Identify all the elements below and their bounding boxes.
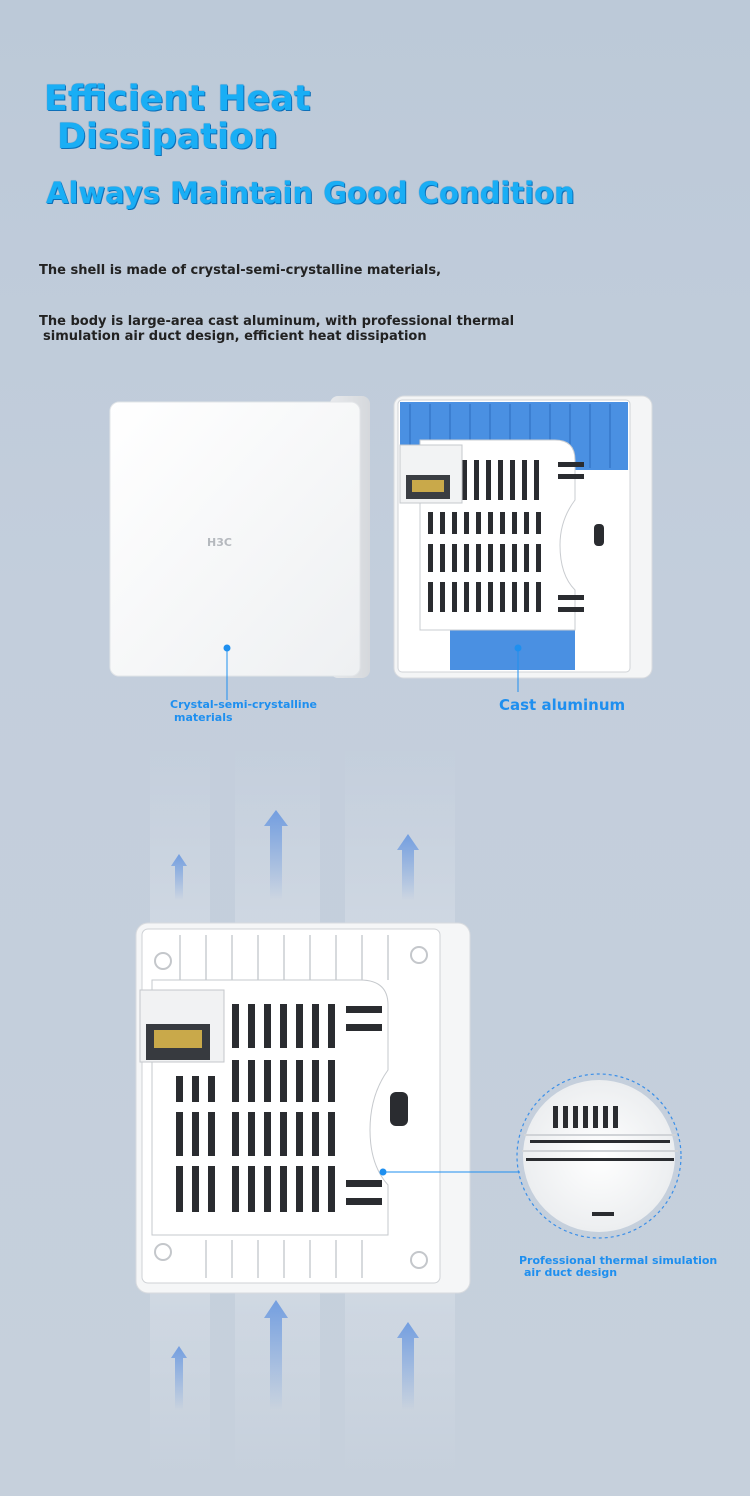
- aluminum-panel-bottom: [450, 625, 575, 670]
- device-logo: H3C: [207, 536, 232, 549]
- duct-callout-dot: [379, 1168, 387, 1176]
- description-line-1: The shell is made of crystal-semi-crysta…: [39, 263, 442, 278]
- duct-label-line-2: air duct design: [524, 1266, 618, 1279]
- description-line-2: The body is large-area cast aluminum, wi…: [39, 314, 515, 329]
- duct-label-line-1: Professional thermal simulation: [519, 1254, 718, 1267]
- crystal-label-line-1: Crystal-semi-crystalline: [170, 698, 317, 711]
- device-back-large: [135, 922, 471, 1294]
- page-title-line-1: Efficient Heat: [44, 79, 311, 119]
- cast-aluminum-label: Cast aluminum: [499, 696, 626, 714]
- device-front-view: H3C: [109, 396, 370, 678]
- page-subtitle: Always Maintain Good Condition: [46, 176, 575, 210]
- airflow-arrows: [171, 810, 419, 1410]
- cast-callout-dot: [514, 644, 522, 652]
- description-line-3: simulation air duct design, efficient he…: [43, 329, 427, 344]
- crystal-callout-dot: [223, 644, 231, 652]
- device-back-view: [393, 395, 653, 679]
- crystal-label-line-2: materials: [174, 711, 233, 724]
- page-title-line-2: Dissipation: [57, 117, 279, 157]
- zoom-detail-circle: [516, 1073, 682, 1239]
